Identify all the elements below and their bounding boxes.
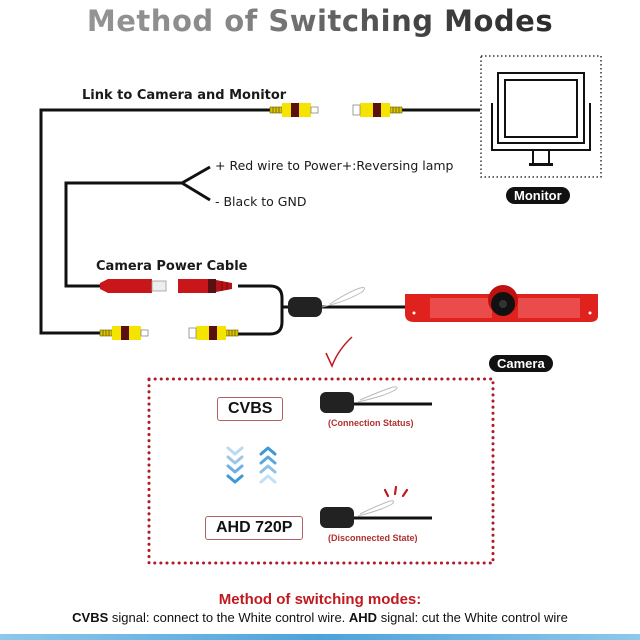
chevron-up-icon [259, 446, 277, 484]
wire-split [181, 165, 211, 202]
camera-cable-loop [238, 284, 284, 336]
cvbs-mode-label: CVBS [217, 397, 284, 421]
power-wire [64, 181, 182, 288]
footer-description: CVBS signal: connect to the White contro… [0, 610, 640, 625]
spark-icon [383, 485, 409, 498]
power-cable-label: Camera Power Cable [96, 259, 248, 274]
dc-power-connector-icon [178, 279, 232, 293]
disconnected-state-label: (Disconnected State) [328, 533, 418, 543]
monitor-badge: Monitor [506, 187, 570, 204]
cvbs-term: CVBS [72, 610, 109, 625]
footer-accent-bar [0, 634, 640, 640]
video-wire-main [39, 108, 272, 335]
white-control-wire [321, 287, 366, 308]
red-wire-label: + Red wire to Power+:Reversing lamp [215, 158, 454, 173]
camera-badge: Camera [489, 355, 553, 372]
ahd-term: AHD [348, 610, 378, 625]
rca-connector-icon [352, 103, 403, 117]
monitor-icon [480, 55, 602, 178]
ahd-instruction: signal: cut the White control wire [377, 610, 568, 625]
camera-brake-light-icon [405, 285, 598, 322]
control-box-icon [288, 297, 322, 317]
rca-connector-icon [188, 326, 239, 340]
ahd-mode-label: AHD 720P [205, 516, 304, 540]
rca-connector-icon [99, 325, 149, 341]
chevron-down-icon [226, 446, 244, 484]
cvbs-connected-wire-icon [320, 386, 432, 413]
dc-power-connector-icon [100, 279, 167, 293]
black-wire-label: - Black to GND [215, 194, 307, 209]
footer-title: Method of switching modes: [218, 591, 422, 608]
modes-frame [147, 377, 495, 565]
link-label: Link to Camera and Monitor [82, 88, 287, 103]
ahd-disconnected-wire-icon [320, 485, 432, 528]
rca-connector-icon [269, 102, 319, 118]
page-title: Method of Switching Modes [0, 4, 640, 38]
cvbs-instruction: signal: connect to the White control wir… [108, 610, 349, 625]
connection-status-label: (Connection Status) [328, 418, 414, 428]
checkmark-icon [325, 336, 353, 368]
